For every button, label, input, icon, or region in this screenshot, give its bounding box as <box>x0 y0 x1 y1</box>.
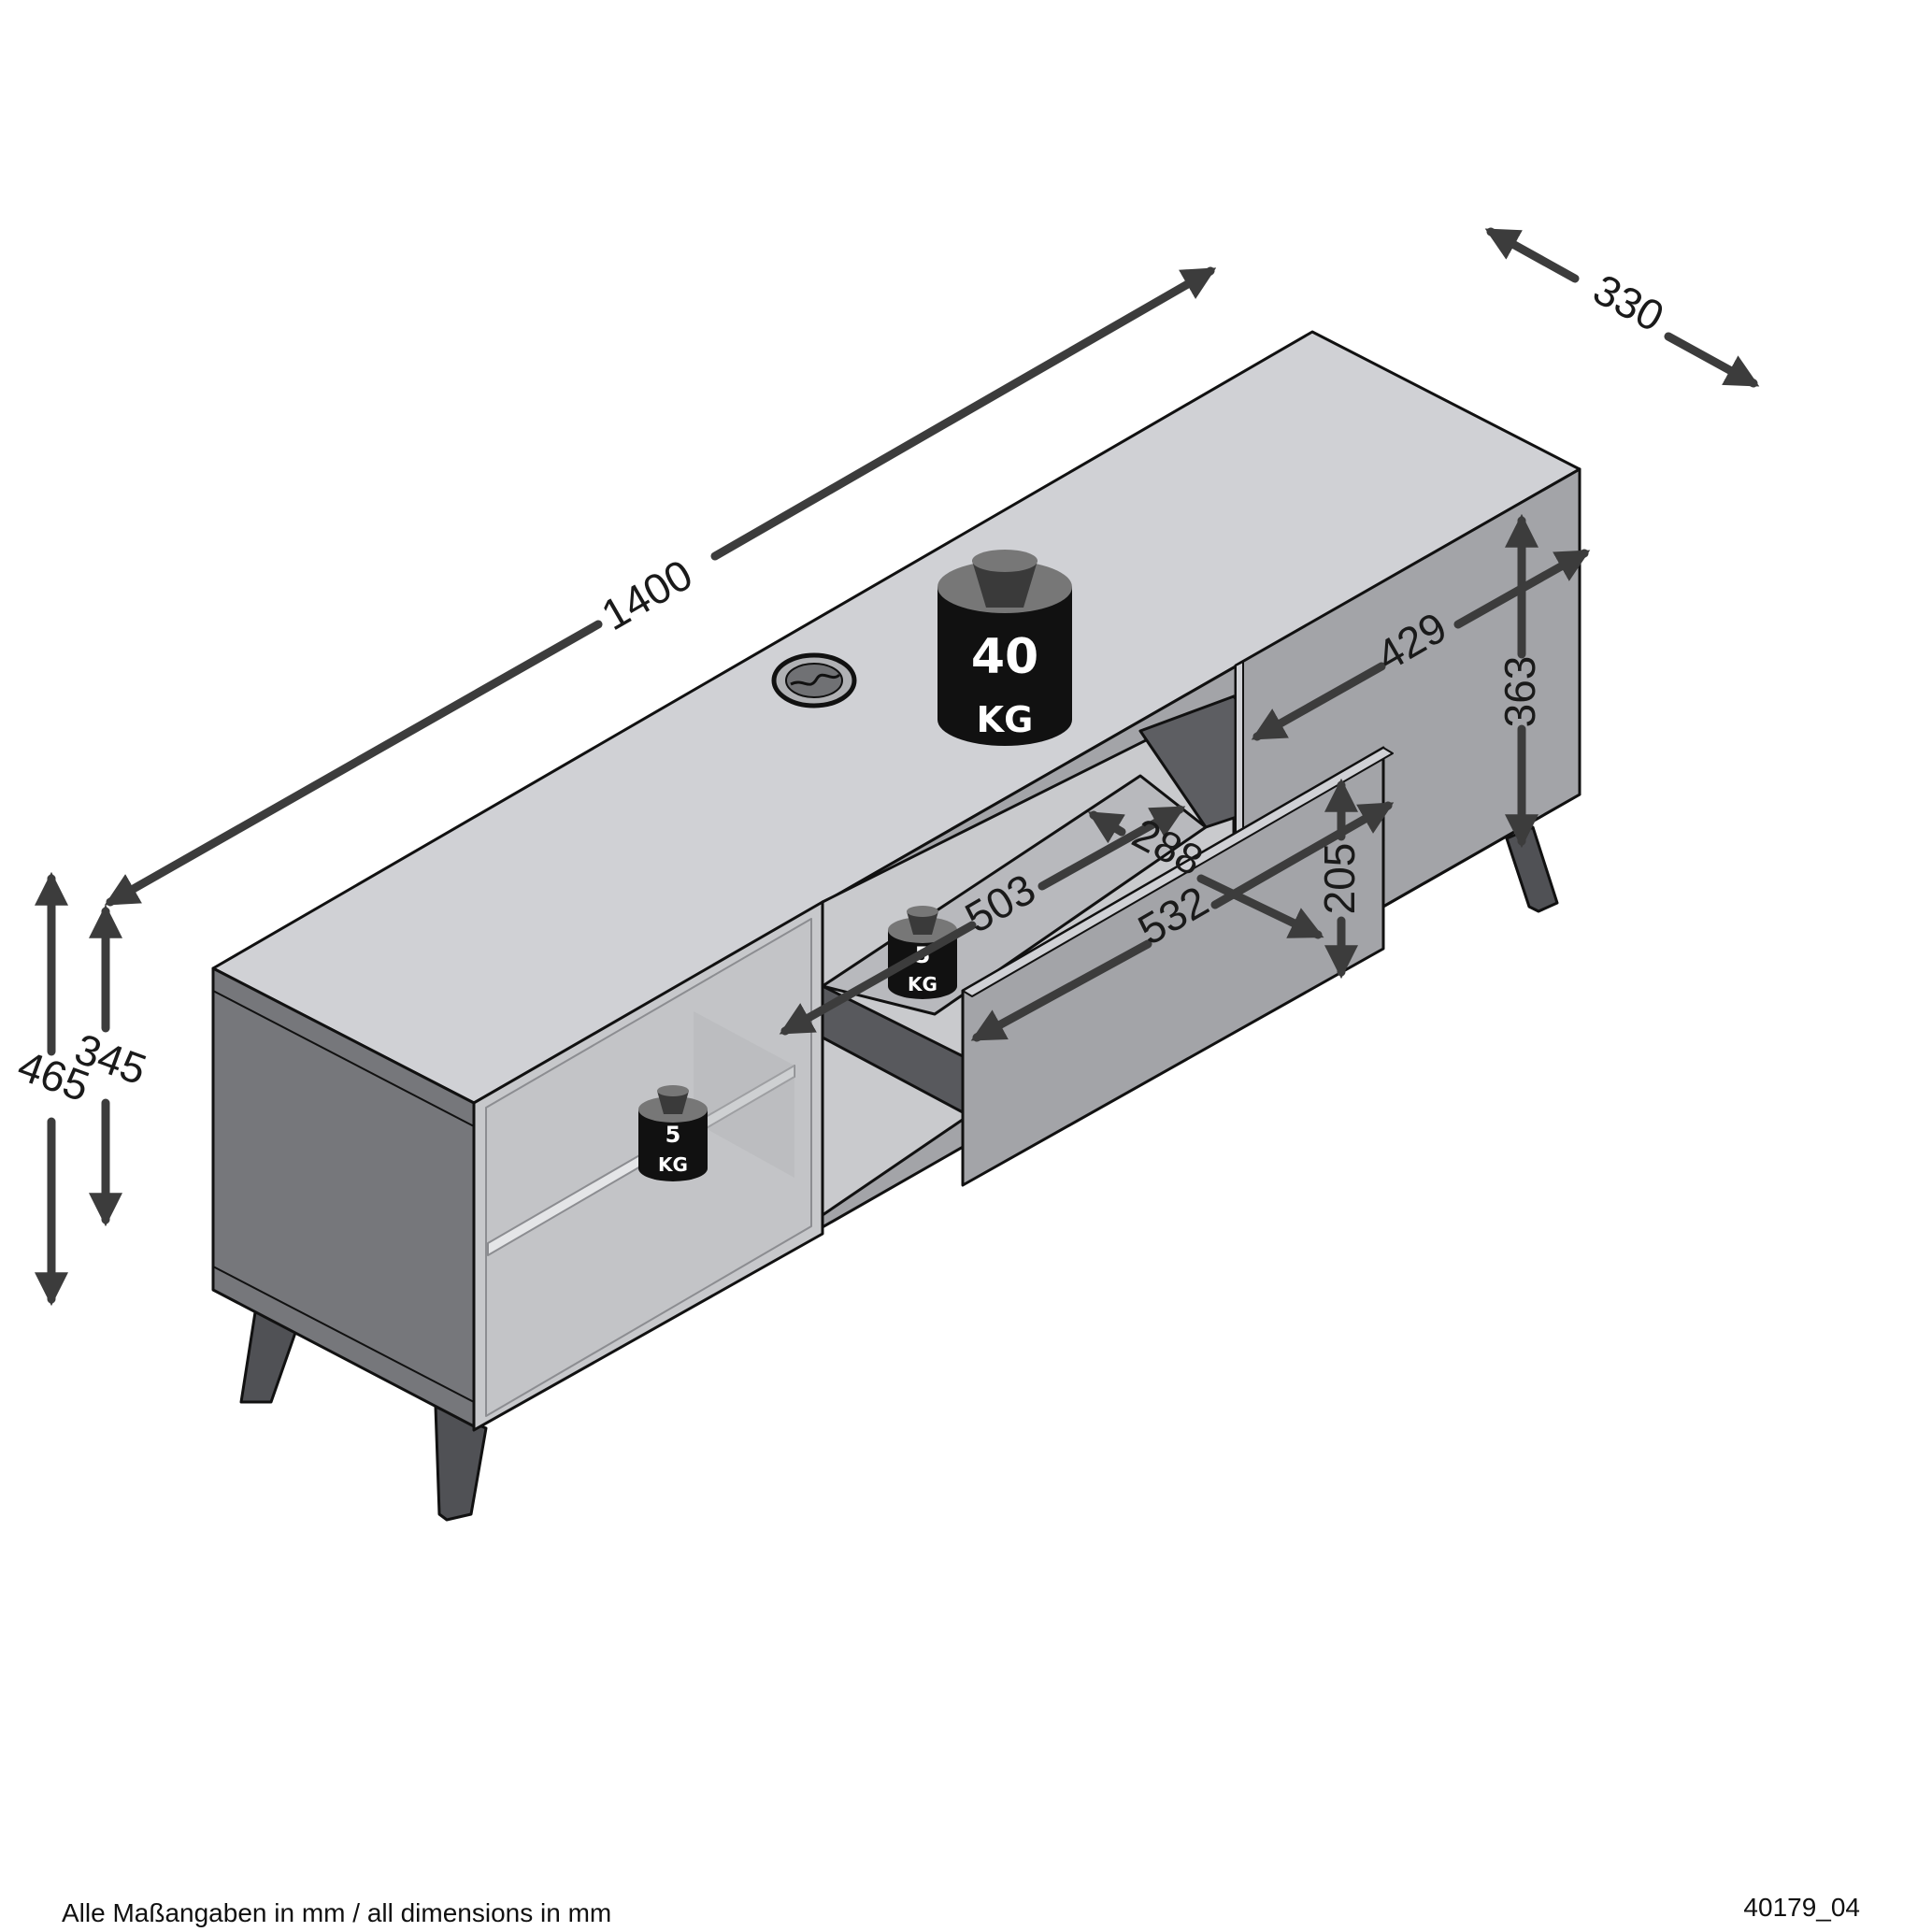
arrow-503-a <box>779 921 977 1036</box>
arrow-503-b <box>1038 805 1186 891</box>
dimension-door-height: 363 <box>1496 656 1544 728</box>
footer-code: 40179_04 <box>1743 1893 1860 1922</box>
weight-shelf-unit: KG <box>658 1153 688 1176</box>
arrow-532-b <box>1210 801 1395 909</box>
arrow-1400-a <box>104 620 603 907</box>
weight-top-value: 40 <box>971 629 1038 685</box>
arrow-429-b <box>1453 549 1591 629</box>
weight-icon-shelf: 5 KG <box>638 1085 708 1181</box>
arrow-429-a <box>1251 662 1386 741</box>
dimension-drawer-front-height: 205 <box>1315 843 1364 915</box>
arrow-1400-b <box>710 266 1217 561</box>
dimension-depth-total: 330 <box>1585 265 1671 341</box>
dimension-arrows <box>35 227 1760 1307</box>
weight-top-unit: KG <box>977 699 1034 740</box>
arrow-288-b <box>1196 874 1324 939</box>
weight-drawer-unit: KG <box>908 973 937 995</box>
arrow-330-b <box>1664 332 1760 388</box>
arrow-330-a <box>1484 227 1580 283</box>
weight-shelf-value: 5 <box>665 1122 681 1148</box>
arrow-532-a <box>970 939 1152 1042</box>
leg-back-right <box>1505 825 1559 913</box>
arrow-288-a <box>1087 810 1126 844</box>
tv-cabinet <box>211 330 1581 1522</box>
cable-grommet <box>771 652 857 708</box>
dimension-width-total: 1400 <box>594 550 701 639</box>
weight-icon-top: 40 KG <box>937 550 1072 746</box>
footer-note: Alle Maßangaben in mm / all dimensions i… <box>62 1898 611 1927</box>
